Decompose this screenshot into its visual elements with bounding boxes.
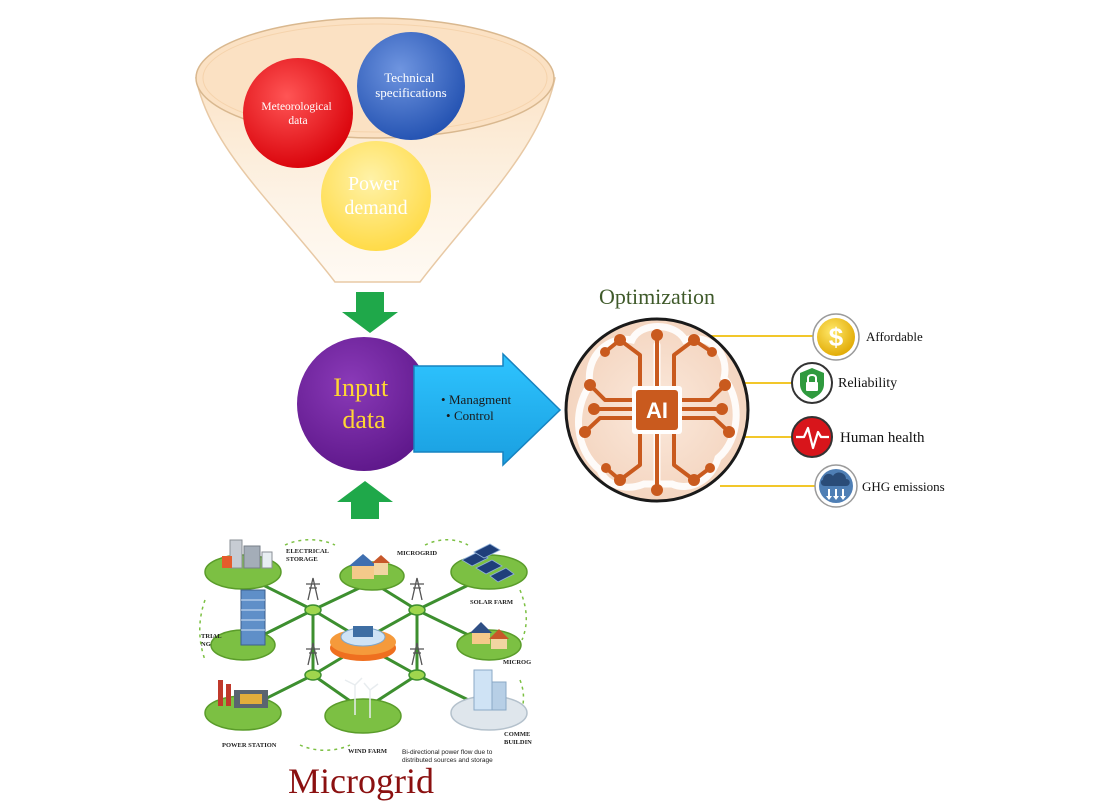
technical-specifications-circle: Technical specifications xyxy=(357,32,465,140)
commercial-buildings xyxy=(473,669,507,711)
reliability-label: Reliability xyxy=(838,376,897,391)
meteorological-data-label: Meteorological data xyxy=(261,101,334,127)
label-microgrid-top: MICROGRID xyxy=(397,550,437,557)
affordable-label: Affordable xyxy=(866,329,923,344)
electrical-storage-building xyxy=(222,539,273,569)
reliability-outcome: Reliability xyxy=(791,362,897,404)
arrow-bullet-list: • Managment • Control xyxy=(441,392,514,423)
microgrid-title: Microgrid xyxy=(288,761,434,801)
label-bidirectional-flow: Bi-directional power flow due to distrib… xyxy=(402,749,494,764)
heartbeat-icon xyxy=(791,416,833,458)
label-commercial: COMME BUILDIN xyxy=(504,731,532,746)
optimization-title: Optimization xyxy=(599,284,715,309)
shield-lock-icon xyxy=(791,362,833,404)
ai-chip: AI xyxy=(632,386,682,434)
ai-chip-label: AI xyxy=(646,398,668,423)
label-solar-farm: SOLAR FARM xyxy=(470,599,513,606)
power-station xyxy=(218,680,268,708)
up-arrow xyxy=(337,481,393,519)
input-data-circle: Input data xyxy=(297,337,431,471)
wind-platform xyxy=(324,698,402,734)
down-arrow xyxy=(342,292,398,333)
human-health-label: Human health xyxy=(840,430,925,446)
meteorological-data-circle: Meteorological data xyxy=(243,58,353,168)
emissions-icon xyxy=(814,464,858,508)
label-micro-right: MICROG xyxy=(503,659,531,666)
label-wind-farm: WIND FARM xyxy=(348,748,387,755)
label-power-station: POWER STATION xyxy=(222,742,277,749)
ai-brain-circle: AI xyxy=(564,317,750,503)
solar-farm xyxy=(461,543,515,583)
bullet-control: Control xyxy=(454,408,494,423)
label-industrial: TRIAL NG xyxy=(201,633,223,648)
label-electrical-storage: ELECTRICAL STORAGE xyxy=(286,548,330,563)
circuit-nodes xyxy=(579,329,735,496)
industrial-tower xyxy=(240,589,266,646)
management-control-arrow: • Managment • Control xyxy=(413,352,562,467)
human-health-outcome: Human health xyxy=(791,416,925,458)
ghg-emissions-outcome: GHG emissions xyxy=(814,464,945,508)
control-center-hub xyxy=(330,626,396,661)
svg-text:$: $ xyxy=(829,322,844,352)
dollar-coin-icon: $ xyxy=(812,313,860,361)
microgrid-illustration: ELECTRICAL STORAGE MICROGRID SOLAR FARM … xyxy=(199,539,532,764)
power-demand-circle: Power demand xyxy=(321,141,431,251)
microgrid-house xyxy=(349,554,390,579)
affordable-outcome: $ Affordable xyxy=(812,313,923,361)
bullet-management: Managment xyxy=(449,392,511,407)
technical-specifications-label: Technical specifications xyxy=(375,70,446,100)
micro-right-houses xyxy=(470,622,509,649)
power-demand-label: Power demand xyxy=(344,173,407,219)
wind-farm xyxy=(344,677,379,718)
input-data-label: Input data xyxy=(333,373,394,434)
ghg-emissions-label: GHG emissions xyxy=(862,479,945,494)
outcome-connectors xyxy=(705,335,820,487)
